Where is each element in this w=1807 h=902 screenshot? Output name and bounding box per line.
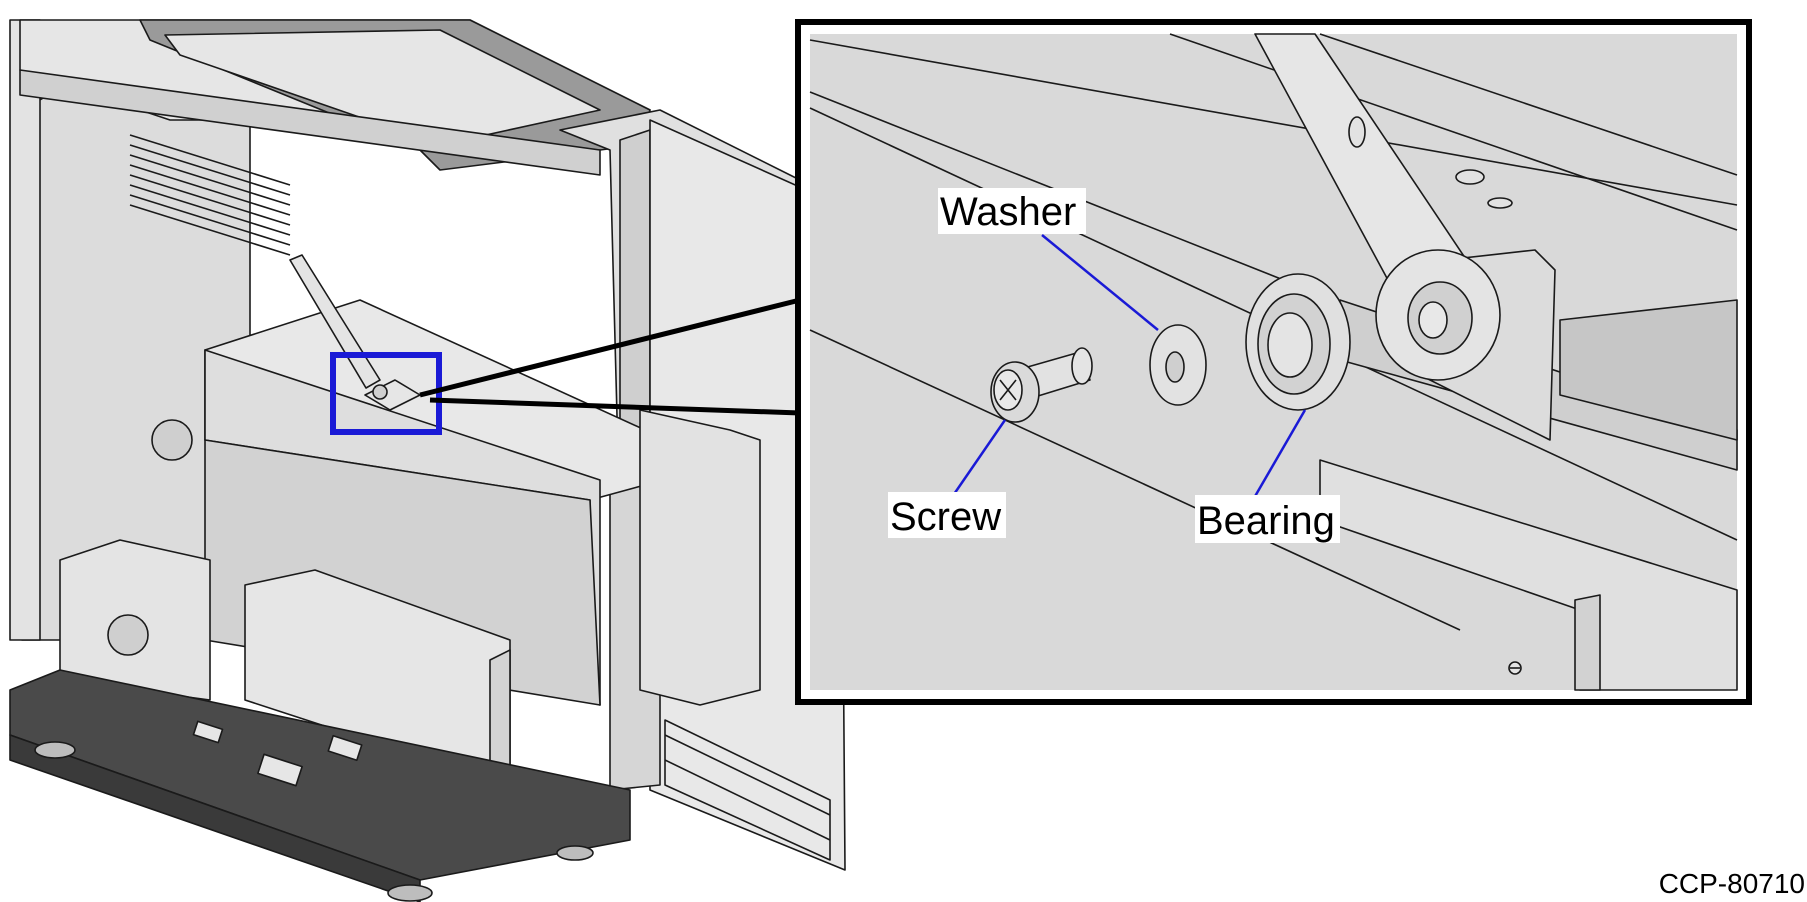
zoom-connector: [419, 297, 801, 416]
washer-part: [1149, 324, 1207, 406]
detail-inset: [795, 19, 1752, 705]
cabinet-overview: [9, 19, 846, 902]
screw-part: [990, 347, 1093, 423]
screw-leader: [948, 419, 1007, 501]
bearing-leader: [1248, 409, 1307, 506]
washer-label: Washer: [940, 190, 1076, 234]
callout-leaders: [948, 234, 1307, 506]
bearing-label: Bearing: [1197, 499, 1335, 543]
screw-label: Screw: [890, 495, 1001, 539]
vent-grille: [129, 134, 291, 256]
bearing-part: [1245, 273, 1351, 411]
arm-bearing: [1375, 249, 1501, 381]
washer-leader: [1041, 234, 1159, 331]
figure-id-label: CCP-80710: [1658, 868, 1805, 899]
detail-highlight-box: [330, 352, 442, 435]
